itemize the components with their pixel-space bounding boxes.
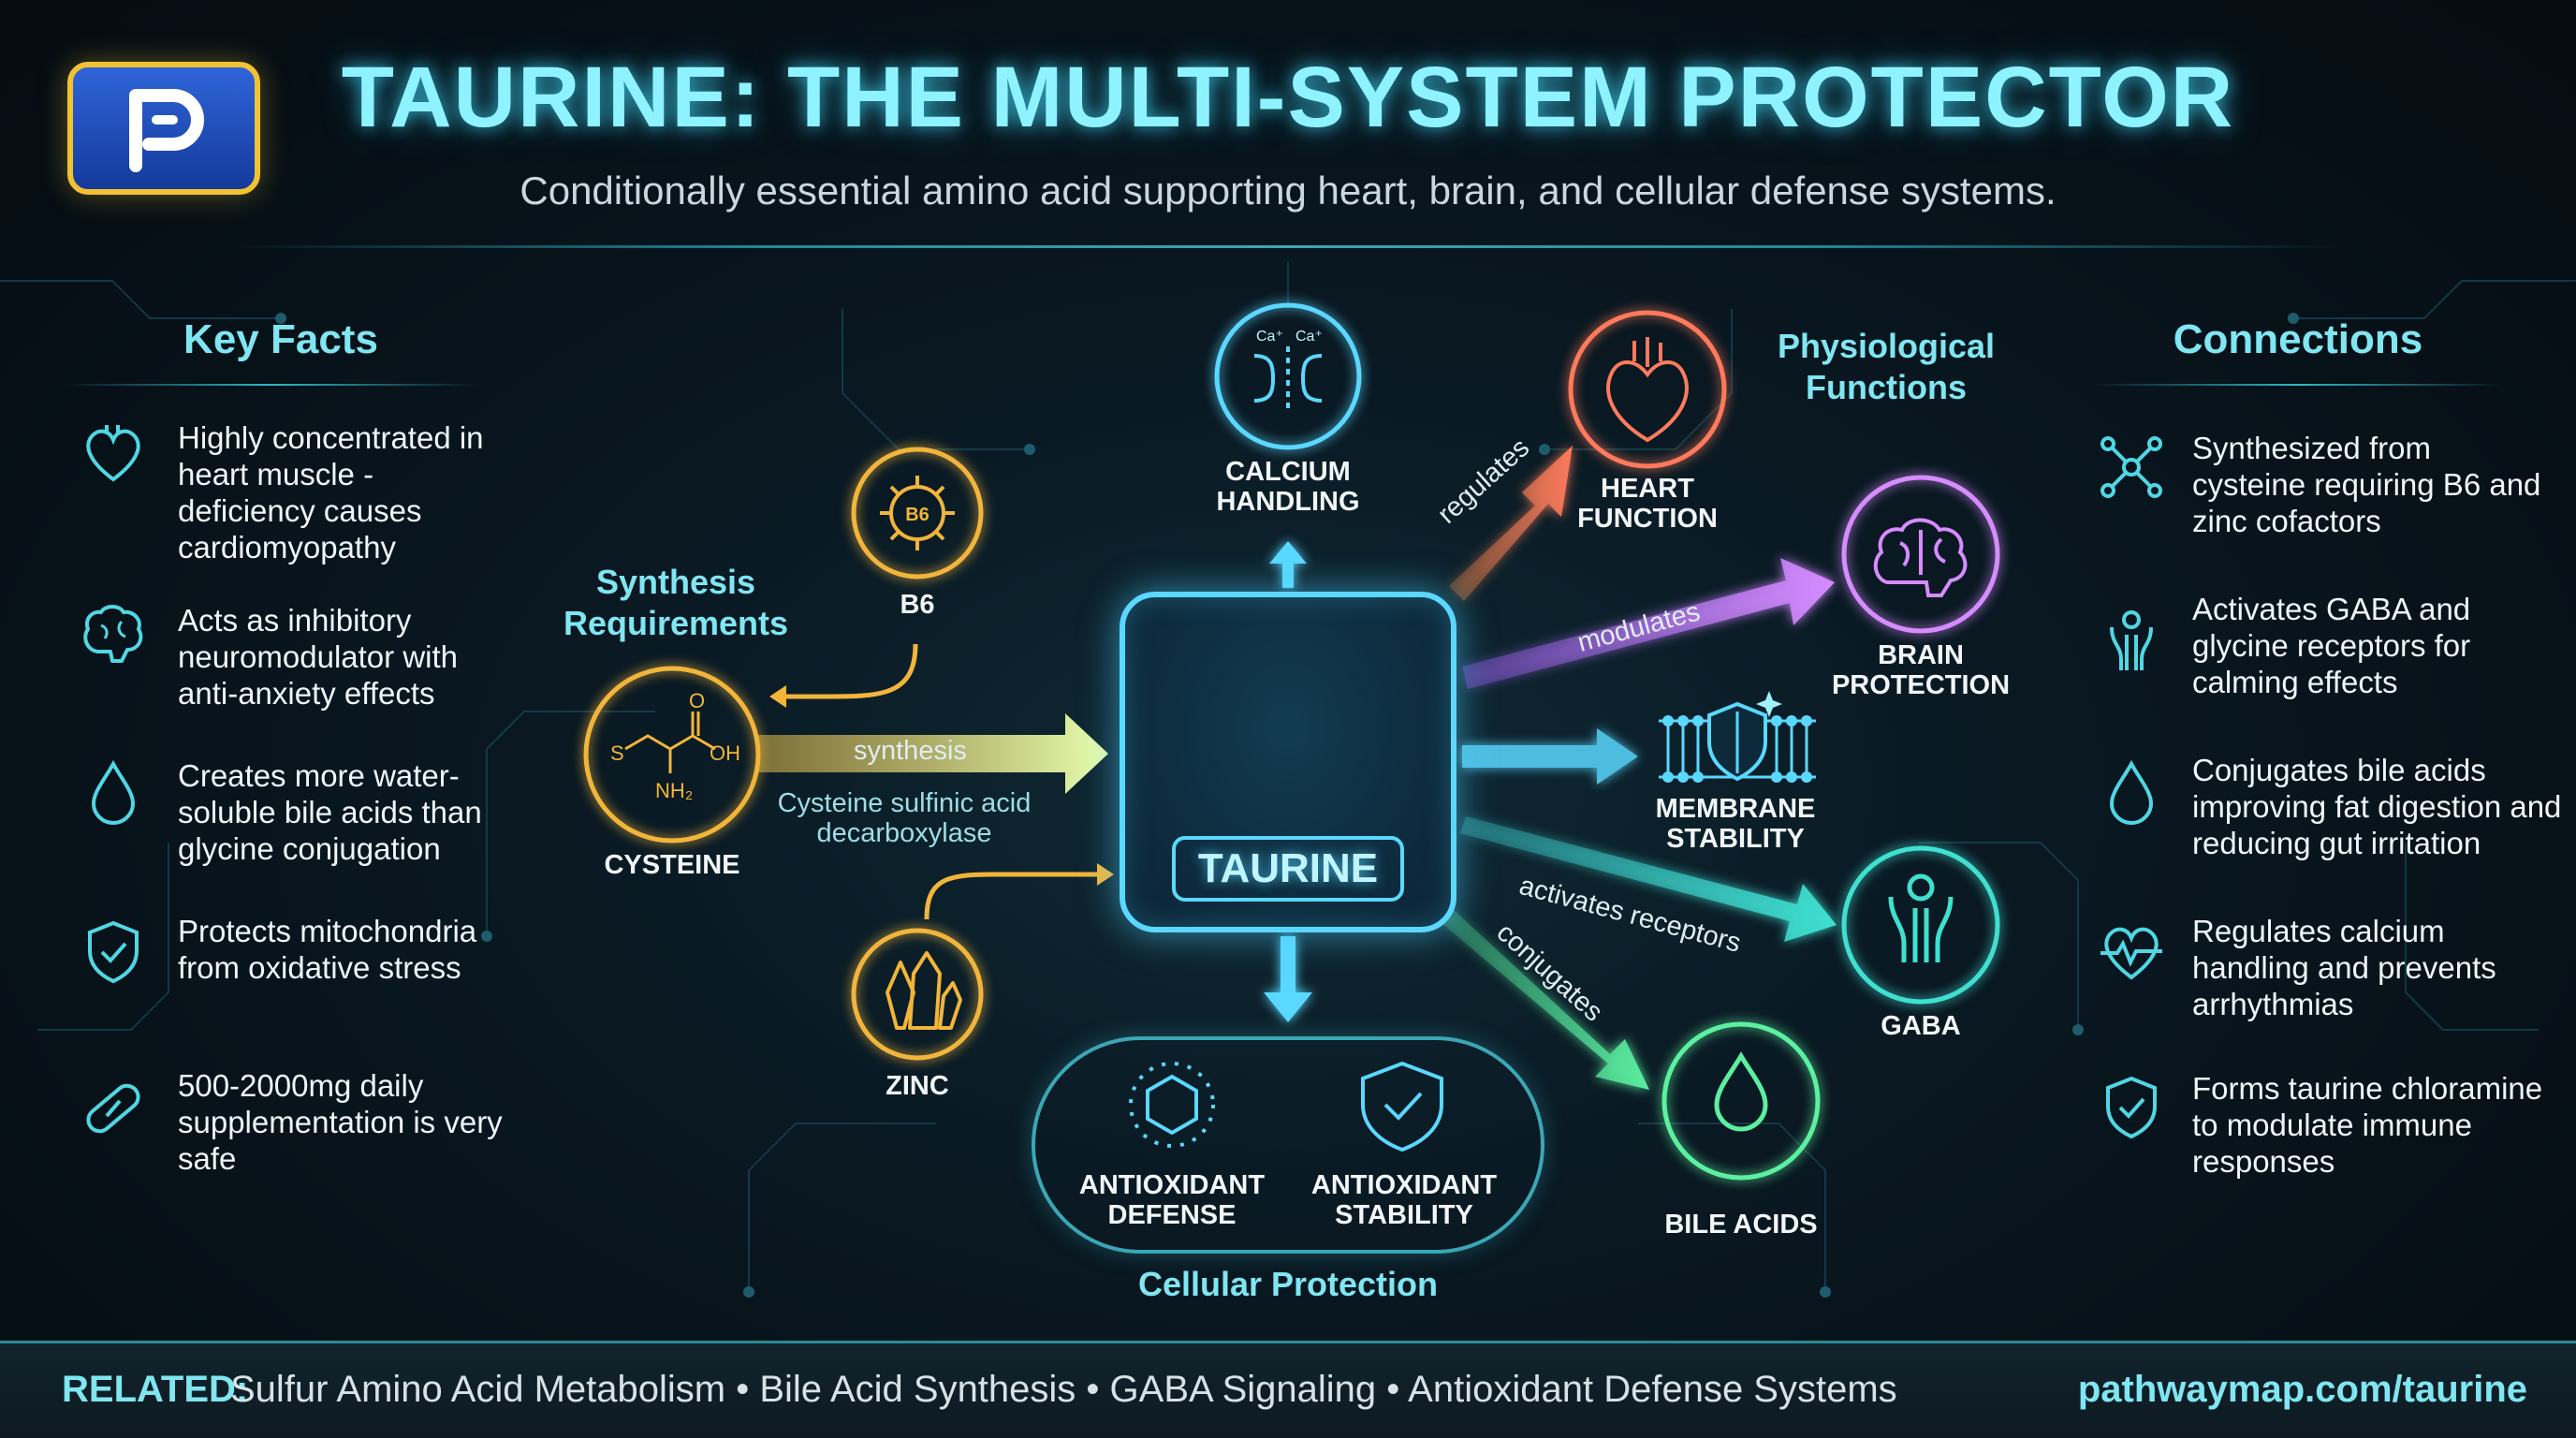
connection-text: Conjugates bile acids improving fat dige… — [2192, 753, 2562, 860]
taurine-label: TAURINE — [1172, 836, 1404, 902]
heart-icon — [86, 425, 140, 482]
enzyme-label: Cysteine sulfinic acid decarboxylase — [777, 788, 1032, 848]
calcium-arrow — [1269, 541, 1307, 588]
key-fact-item — [79, 917, 148, 991]
key-fact-text: Highly concentrated in heart muscle - de… — [178, 420, 484, 565]
connection-item — [2097, 758, 2166, 832]
related-topics: Sulfur Amino Acid Metabolism • Bile Acid… — [230, 1369, 1897, 1410]
brain-organ-icon — [1873, 518, 1968, 597]
connection-text: Regulates calcium handling and prevents … — [2192, 914, 2496, 1021]
page-subtitle: Conditionally essential amino acid suppo… — [520, 169, 2056, 213]
title-divider — [234, 245, 2340, 248]
bile-arrow — [1428, 899, 1649, 1090]
connection-text: Synthesized from cysteine requiring B6 a… — [2192, 431, 2541, 538]
zinc-arrow — [924, 872, 1097, 920]
brain-icon — [83, 605, 143, 663]
page-title: TAURINE: THE MULTI-SYSTEM PROTECTOR — [341, 50, 2235, 145]
site-url-link[interactable]: pathwaymap.com/taurine — [2077, 1369, 2527, 1410]
membrane-shield-icon — [1659, 691, 1816, 783]
brain-node — [1841, 475, 2000, 634]
membrane-arrow — [1462, 728, 1638, 785]
membrane-label: MEMBRANE STABILITY — [1655, 794, 1816, 854]
network-icon — [2100, 436, 2162, 498]
shield-check-icon — [2106, 1076, 2157, 1139]
b6-badge: B6 — [905, 505, 929, 525]
logo — [67, 62, 260, 195]
gaba-arrow — [1460, 816, 1837, 942]
key-fact-item — [79, 419, 148, 493]
brain-arrow — [1462, 558, 1835, 689]
connection-item — [2097, 433, 2166, 506]
key-fact-text: 500-2000mg daily supplementation is very… — [178, 1068, 503, 1176]
brain-label: BRAIN PROTECTION — [1831, 640, 2011, 700]
zinc-node — [851, 928, 984, 1061]
cysteine-s: S — [610, 741, 624, 765]
heartbeat-icon — [2100, 927, 2162, 980]
capsule-icon — [86, 1083, 140, 1134]
key-fact-item — [79, 599, 148, 673]
receptor-icon — [2110, 610, 2153, 670]
footer-bar — [0, 1341, 2576, 1438]
bile-node — [1661, 1021, 1821, 1181]
key-facts-heading: Key Facts — [183, 316, 378, 362]
bile-droplet-icon — [1714, 1051, 1768, 1132]
cellular-protection-group — [1032, 1036, 1544, 1254]
calcium-label: CALCIUM HANDLING — [1216, 457, 1360, 517]
cysteine-label: CYSTEINE — [604, 850, 740, 880]
cysteine-nh2: NH₂ — [655, 779, 693, 802]
connection-text: Forms taurine chloramine to modulate imm… — [2192, 1071, 2543, 1179]
connection-text: Activates GABA and glycine receptors for… — [2192, 592, 2471, 699]
crystal-icon — [886, 951, 962, 1030]
key-fact-text: Protects mitochondria from oxidative str… — [178, 914, 477, 985]
gaba-node — [1841, 845, 2000, 1005]
zinc-label: ZINC — [886, 1071, 949, 1101]
bile-label: BILE ACIDS — [1664, 1210, 1818, 1240]
heart-organ-icon — [1606, 337, 1689, 443]
ion-channel-icon — [1253, 346, 1323, 412]
heart-node — [1568, 310, 1727, 469]
key-fact-item — [79, 1073, 148, 1147]
shield-check-icon — [88, 920, 139, 984]
key-facts-divider — [66, 384, 477, 386]
cellular-arrow — [1264, 936, 1312, 1022]
synthesis-arrow — [758, 713, 1108, 794]
b6-label: B6 — [900, 590, 935, 620]
ca-ion-label: Ca⁺ — [1256, 329, 1283, 345]
cysteine-node — [583, 666, 761, 844]
droplet-icon — [2109, 759, 2154, 825]
cellular-heading: Cellular Protection — [1137, 1265, 1439, 1303]
heart-arrow — [1449, 446, 1573, 601]
droplet-icon — [91, 759, 136, 825]
gaba-receptor-icon — [1888, 873, 1954, 962]
connection-item — [2097, 917, 2166, 991]
synthesis-arrow-label: synthesis — [854, 736, 967, 766]
connections-divider — [2093, 384, 2505, 386]
gear-icon — [880, 476, 955, 550]
functions-heading: Physiological Functions — [1777, 327, 1996, 406]
ca-ion-label: Ca⁺ — [1295, 329, 1323, 345]
cysteine-structure-icon — [624, 712, 716, 773]
related-label: RELATED: — [62, 1369, 249, 1410]
connection-item — [2097, 607, 2166, 681]
cysteine-o: O — [689, 689, 705, 712]
synthesis-heading: Synthesis Requirements — [563, 563, 789, 642]
gaba-label: GABA — [1881, 1011, 1961, 1041]
p-logo-icon — [129, 89, 204, 172]
b6-arrow — [786, 643, 918, 699]
heart-label: HEART FUNCTION — [1577, 474, 1718, 534]
key-fact-item — [79, 758, 148, 832]
key-fact-text: Creates more water-soluble bile acids th… — [178, 758, 482, 866]
calcium-node — [1214, 302, 1362, 450]
antioxidant-molecule-icon — [1129, 1062, 1215, 1148]
cysteine-oh: OH — [710, 741, 740, 765]
antioxidant-stability-label: ANTIOXIDANT STABILITY — [1310, 1170, 1498, 1230]
key-fact-text: Acts as inhibitory neuromodulator with a… — [178, 603, 458, 711]
connections-heading: Connections — [2173, 316, 2423, 362]
b6-node — [851, 447, 984, 580]
connection-item — [2097, 1073, 2166, 1147]
antioxidant-defense-label: ANTIOXIDANT DEFENSE — [1078, 1170, 1266, 1230]
